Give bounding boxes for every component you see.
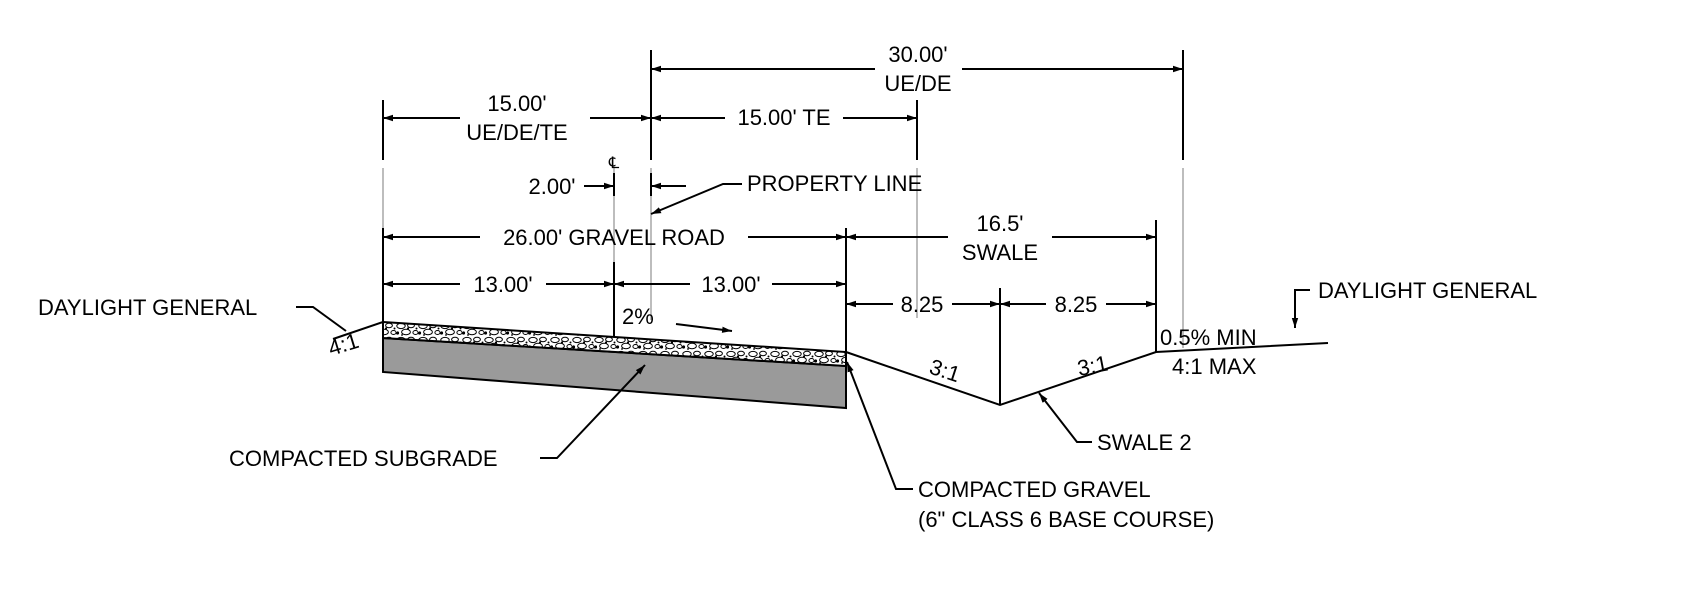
daylight-general-left-label: DAYLIGHT GENERAL [38, 295, 257, 320]
leader-swale-2 [1038, 392, 1092, 443]
compacted-gravel-label-1: COMPACTED GRAVEL [918, 477, 1151, 502]
dim-label-165: 16.5' [976, 211, 1023, 236]
compacted-gravel-label-2: (6" CLASS 6 BASE COURSE) [918, 507, 1214, 532]
dim-label-30-sub: UE/DE [884, 71, 951, 96]
leaders [296, 183, 1310, 490]
dim-label-825-left: 8.25 [901, 292, 944, 317]
dim-label-26: 26.00' GRAVEL ROAD [503, 225, 725, 250]
swale-ground-line [845, 342, 1329, 407]
leader-compacted-gravel [846, 361, 913, 490]
slope-4to1-left: 4:1 [325, 328, 362, 361]
leader-daylight-left [296, 306, 347, 332]
compacted-gravel-layer [382, 320, 847, 368]
daylight-max-label: 4:1 MAX [1172, 354, 1257, 379]
daylight-general-right-label: DAYLIGHT GENERAL [1318, 278, 1537, 303]
dim-label-13-right: 13.00' [701, 272, 760, 297]
leader-property-line [650, 183, 742, 215]
daylight-min-label: 0.5% MIN [1160, 325, 1257, 350]
leader-compacted-subgrade [540, 364, 646, 459]
dimension-extension-lines [382, 50, 1184, 405]
dim-label-15-te: 15.00' TE [737, 105, 830, 130]
compacted-subgrade-label: COMPACTED SUBGRADE [229, 446, 498, 471]
road-slope-arrow [675, 323, 733, 333]
dim-label-swale: SWALE [962, 240, 1038, 265]
dim-label-825-right: 8.25 [1055, 292, 1098, 317]
dimension-lines [383, 65, 1183, 308]
swale-slope-right: 3:1 [1075, 351, 1110, 381]
swale-2-label: SWALE 2 [1097, 430, 1192, 455]
dim-label-30: 30.00' [888, 42, 947, 67]
cross-section [332, 320, 1329, 410]
road-slope-label: 2% [622, 304, 654, 329]
dim-label-13-left: 13.00' [473, 272, 532, 297]
property-line-label: PROPERTY LINE [747, 171, 922, 196]
dim-label-15-left: 15.00' [487, 91, 546, 116]
daylight-slope-left [332, 321, 384, 340]
centerline-symbol: ℄ [608, 155, 620, 172]
dim-label-2: 2.00' [528, 174, 575, 199]
annotation-text: 30.00' UE/DE 15.00' UE/DE/TE 15.00' TE ℄… [38, 42, 1537, 532]
dim-label-15-left-sub: UE/DE/TE [466, 120, 567, 145]
leader-daylight-right [1291, 289, 1310, 328]
